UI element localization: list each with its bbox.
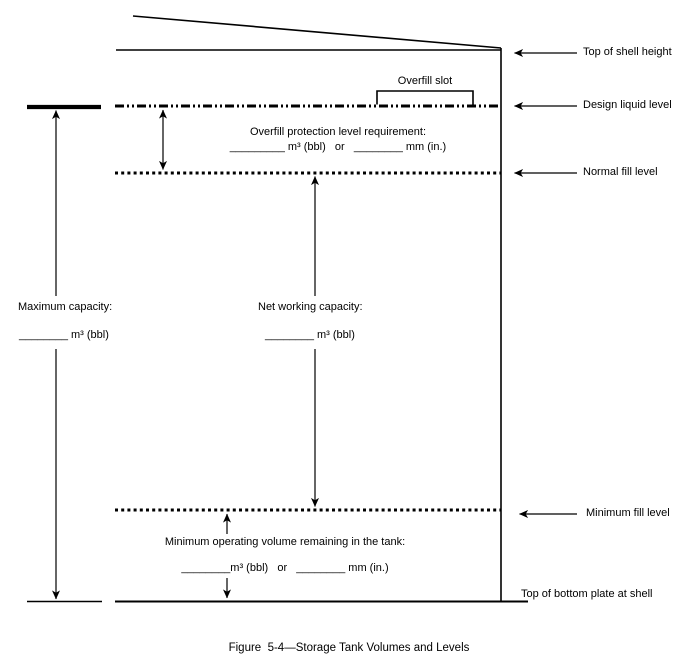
maximum-capacity-blank-line: ________ m³ (bbl) [19,329,109,341]
maximum-capacity-title: Maximum capacity: [18,301,113,313]
minimum-operating-volume-title: Minimum operating volume remaining in th… [164,536,406,548]
label-normal-fill-level: Normal fill level [583,166,658,178]
figure-caption: Figure 5-4—Storage Tank Volumes and Leve… [228,642,470,654]
label-minimum-fill-level: Minimum fill level [586,507,670,519]
label-top-of-shell-height: Top of shell height [583,46,672,58]
label-design-liquid-level: Design liquid level [583,99,672,111]
overfill-protection-title: Overfill protection level requirement: [249,126,427,138]
net-working-capacity-title: Net working capacity: [258,301,363,313]
net-working-capacity-blank-line: ________ m³ (bbl) [265,329,355,341]
minimum-operating-volume-blank-line: ________m³ (bbl) or ________ mm (in.) [181,562,389,574]
overfill-slot-bracket [376,90,474,105]
overfill-slot-label: Overfill slot [397,75,453,87]
overfill-protection-blank-line: _________ m³ (bbl) or ________ mm (in.) [229,141,447,153]
tank-roof-slope-line [132,15,502,49]
label-top-of-bottom-plate-at-shell: Top of bottom plate at shell [521,588,653,600]
